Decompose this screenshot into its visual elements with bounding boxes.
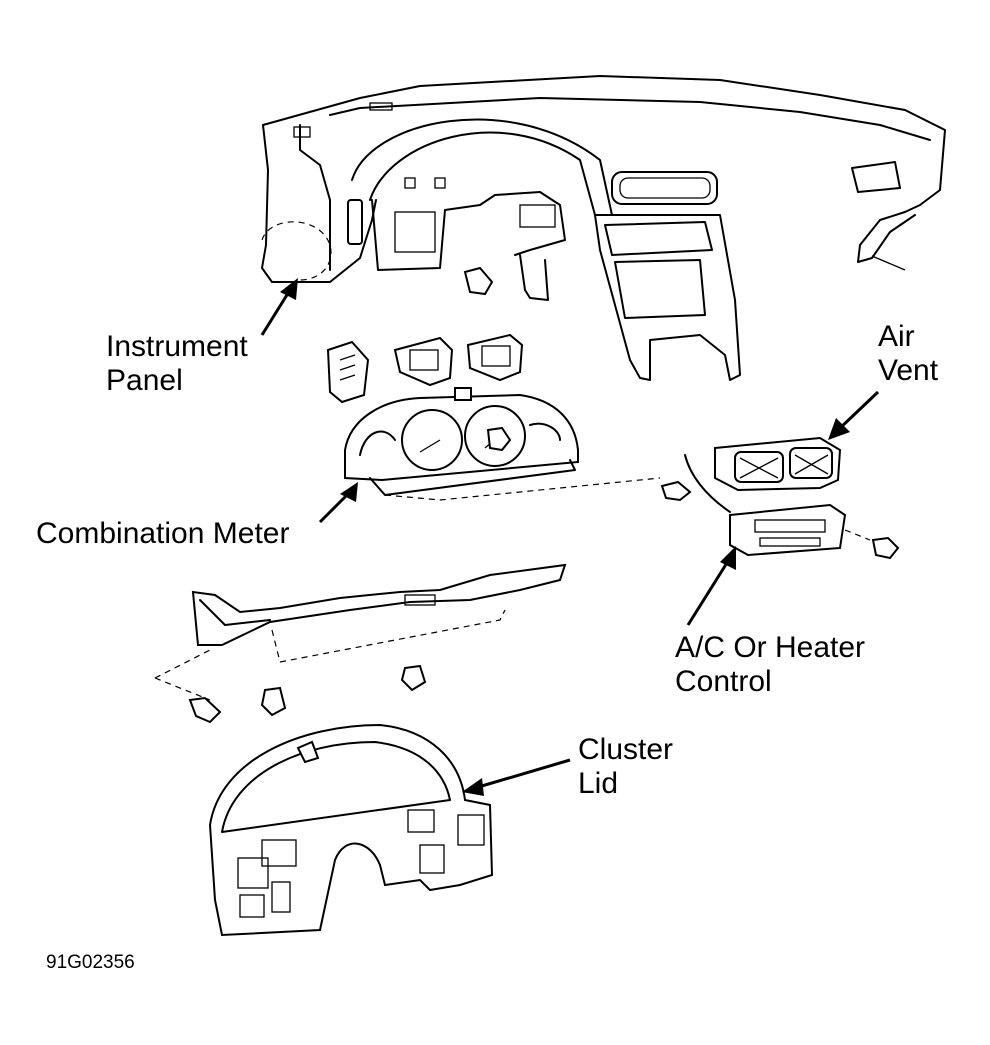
cluster-lid-arrow [474, 758, 571, 790]
air-vent-label-line2: Vent [878, 354, 939, 387]
screw-icon [188, 696, 222, 724]
ac-heater-control-label-line2: Control [675, 665, 772, 698]
cluster-lid-label-line1: Cluster [578, 733, 674, 766]
cluster-lid-drawing [208, 723, 494, 937]
air-vent-drawing [684, 436, 842, 513]
instrument-panel-label-line2: Panel [106, 364, 183, 397]
air-vent-arrow [836, 390, 880, 432]
leader-arrows [260, 278, 880, 796]
ac-control-arrow [686, 557, 732, 626]
air-vent-label: Air Vent [878, 320, 938, 388]
instrument-panel-arrow [260, 289, 292, 336]
combination-meter-label: Combination Meter [36, 517, 290, 550]
instrument-panel-label-line1: Instrument [106, 330, 248, 363]
ac-heater-control-label-line1: A/C Or Heater [675, 631, 866, 664]
ac-control-drawing [729, 503, 871, 557]
figure-id: 91G02356 [46, 952, 135, 973]
screw-icon [400, 664, 427, 692]
screw-icon [260, 686, 287, 717]
combination-meter-arrow [318, 490, 352, 524]
screw-icon [871, 536, 900, 560]
lower-trim-panel-drawing [154, 563, 567, 701]
combination-meter-drawing [344, 387, 661, 501]
ac-heater-control-label: A/C Or Heater Control [675, 631, 865, 699]
air-vent-label-line1: Air [878, 320, 915, 353]
screw-icon [660, 480, 692, 502]
cluster-lid-label: Cluster Lid [578, 733, 673, 801]
small-vent-pieces [326, 333, 524, 404]
instrument-panel-label: Instrument Panel [106, 330, 248, 398]
instrument-panel-drawing [261, 75, 946, 381]
cluster-lid-label-line2: Lid [578, 767, 619, 800]
